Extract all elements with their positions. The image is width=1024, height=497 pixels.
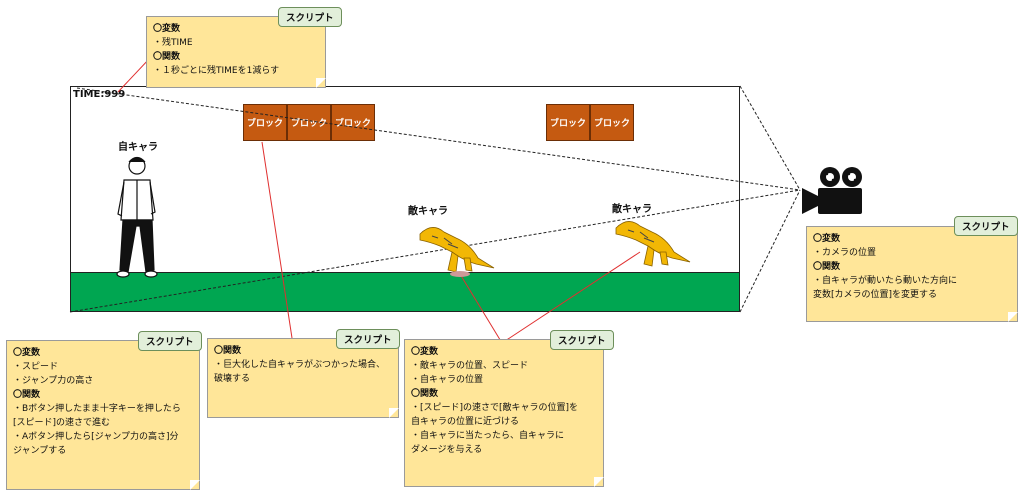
player-character-figure: [116, 156, 158, 278]
note-line: ・Aボタン押したら[ジャンプ力の高さ]分: [13, 431, 179, 442]
note-line: 〇関数: [13, 389, 41, 400]
note-line: 〇変数: [411, 347, 439, 357]
note-line: ・カメラの位置: [813, 247, 877, 258]
player-label: 自キャラ: [118, 142, 158, 153]
note-line: ジャンプする: [13, 445, 67, 456]
note-line: ・自キャラの位置: [411, 374, 484, 385]
movie-camera-icon: [802, 167, 862, 214]
enemy-script-note: 〇変数 ・敵キャラの位置、スピード ・自キャラの位置 〇関数 ・[スピード]の速…: [404, 339, 604, 487]
enemy1-label: 敵キャラ: [408, 206, 448, 217]
block-script-note: 〇関数 ・巨大化した自キャラがぶつかった場合、 破壊する: [207, 338, 399, 418]
note-line: ダメージを与える: [411, 444, 483, 455]
timer-text: TIME:999: [73, 89, 126, 100]
note-line: 〇関数: [411, 388, 439, 399]
note-line: 〇変数: [13, 348, 41, 358]
note-line: ・自キャラが動いたら動いた方向に: [813, 275, 958, 286]
block-4: ブロック: [546, 104, 590, 141]
timer-script-note: 〇変数 ・残TIME 〇関数 ・１秒ごとに残TIMEを1減らす: [146, 16, 326, 88]
camera-script-note: 〇変数 ・カメラの位置 〇関数 ・自キャラが動いたら動いた方向に 変数[カメラの…: [806, 226, 1018, 322]
note-line: ・[スピード]の速さで[敵キャラの位置]を: [411, 402, 579, 413]
note-line: 〇変数: [813, 234, 841, 244]
enemy1-dino-figure: [419, 227, 495, 277]
player-script-tag: スクリプト: [138, 331, 202, 351]
block-3: ブロック: [331, 104, 375, 141]
note-line: ・敵キャラの位置、スピード: [411, 360, 529, 371]
player-script-note: 〇変数 ・スピード ・ジャンプ力の高さ 〇関数 ・Bボタン押したまま十字キーを押…: [6, 340, 200, 490]
note-line: ・自キャラに当たったら、自キャラに: [411, 430, 565, 441]
note-line: ・ジャンプ力の高さ: [13, 375, 94, 386]
note-line: ・１秒ごとに残TIMEを1減らす: [153, 65, 280, 76]
note-line: 変数[カメラの位置]を変更する: [813, 289, 938, 300]
ground: [70, 272, 740, 312]
note-line: 〇関数: [153, 51, 181, 62]
block-script-tag: スクリプト: [336, 329, 400, 349]
note-line: ・巨大化した自キャラがぶつかった場合、: [214, 359, 386, 370]
note-line: 〇関数: [214, 346, 242, 356]
camera-script-tag: スクリプト: [954, 216, 1018, 236]
timer-script-tag: スクリプト: [278, 7, 342, 27]
block-2: ブロック: [287, 104, 331, 141]
enemy2-label: 敵キャラ: [612, 204, 652, 215]
block-1: ブロック: [243, 104, 287, 141]
note-line: 〇変数: [153, 24, 181, 34]
note-line: ・Bボタン押したまま十字キーを押したら: [13, 403, 181, 414]
note-line: [スピード]の速さで進む: [13, 417, 111, 428]
note-line: ・スピード: [13, 361, 59, 372]
note-line: 自キャラの位置に近づける: [411, 416, 520, 427]
enemy2-dino-figure: [615, 221, 691, 267]
enemy-script-tag: スクリプト: [550, 330, 614, 350]
note-line: 破壊する: [214, 373, 251, 384]
block-5: ブロック: [590, 104, 634, 141]
note-line: ・残TIME: [153, 37, 193, 48]
note-line: 〇関数: [813, 261, 841, 272]
